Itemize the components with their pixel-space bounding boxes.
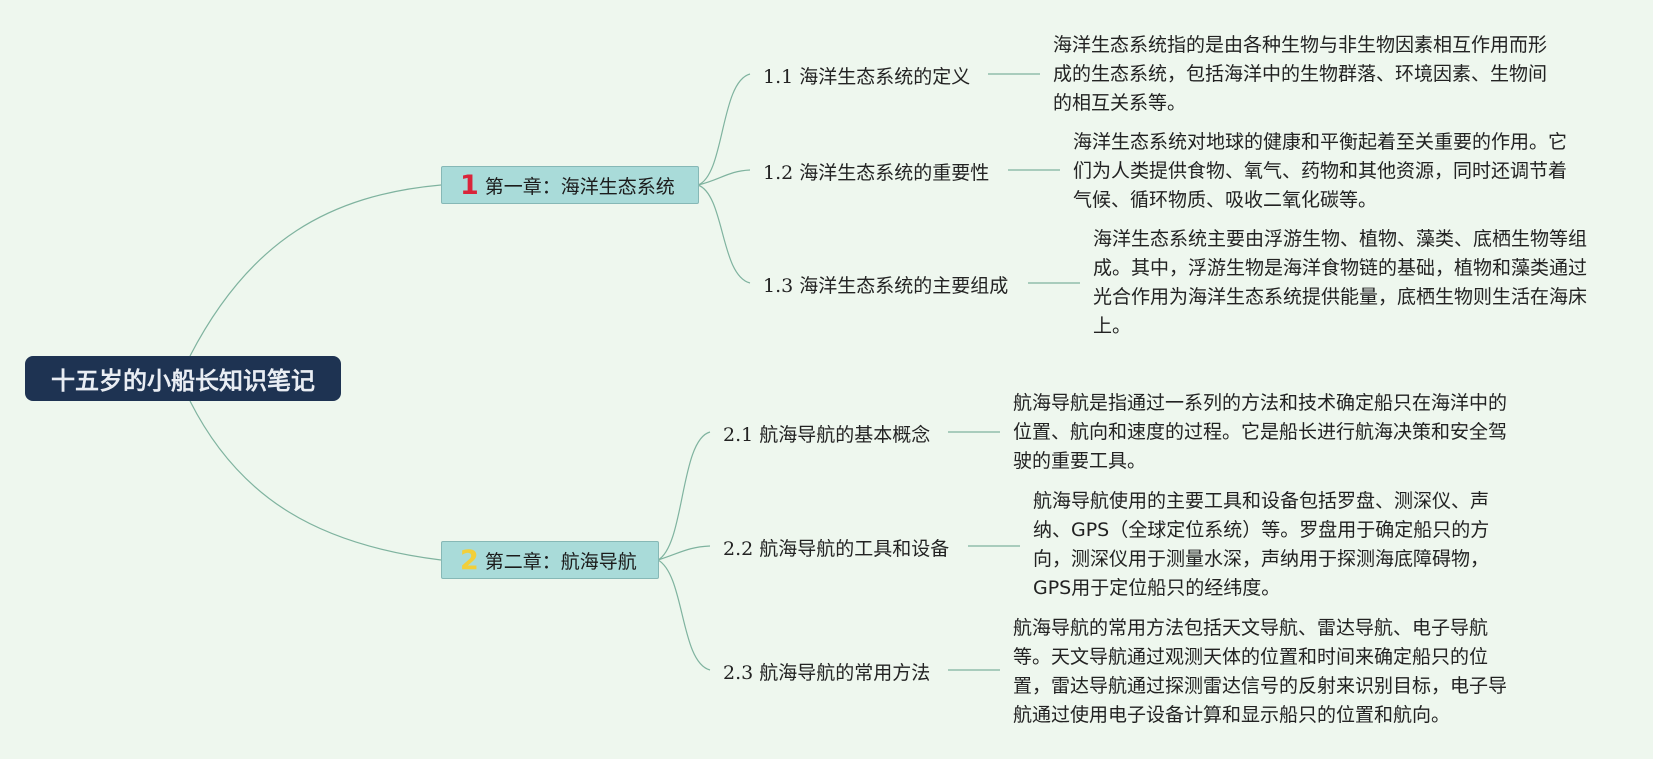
topic-1-3-description: 海洋生态系统主要由浮游生物、植物、藻类、底栖生物等组成。其中，浮游生物是海洋食物… (1093, 228, 1588, 337)
chapter-2-title: 第二章：航海导航 (484, 550, 637, 573)
topic-1-1[interactable]: 1.1 海洋生态系统的定义 (763, 66, 971, 88)
chapter-2-to-topic-1-link (657, 431, 711, 561)
topic-1-3[interactable]: 1.3 海洋生态系统的主要组成 (763, 275, 1009, 297)
topic-1-2-description: 海洋生态系统对地球的健康和平衡起着至关重要的作用。它们为人类提供食物、氧气、药物… (1073, 131, 1568, 211)
root-to-chapter-1-link (189, 184, 442, 357)
chapter-1-to-topic-2-link (697, 169, 751, 186)
chapter-2-number: 2 (460, 544, 479, 576)
topic-2-2-description: 航海导航使用的主要工具和设备包括罗盘、测深仪、声纳、GPS（全球定位系统）等。罗… (1033, 490, 1490, 599)
topic-2-1-description: 航海导航是指通过一系列的方法和技术确定船只在海洋中的位置、航向和速度的过程。它是… (1013, 392, 1508, 472)
chapter-2-to-topic-3-link (657, 559, 711, 671)
chapter-1-node[interactable]: 1 第一章：海洋生态系统 (441, 166, 699, 204)
chapter-2-node[interactable]: 2 第二章：航海导航 (441, 541, 659, 579)
root-title: 十五岁的小船长知识笔记 (51, 367, 315, 395)
topic-2-3-description: 航海导航的常用方法包括天文导航、雷达导航、电子导航等。天文导航通过观测天体的位置… (1013, 617, 1508, 726)
topic-2-1[interactable]: 2.1 航海导航的基本概念 (723, 424, 931, 446)
root-node[interactable]: 十五岁的小船长知识笔记 (25, 356, 341, 401)
topic-1-2[interactable]: 1.2 海洋生态系统的重要性 (763, 162, 990, 184)
chapter-1-title: 第一章：海洋生态系统 (484, 175, 675, 198)
chapter-1-to-topic-1-link (697, 73, 751, 186)
chapter-1-number: 1 (460, 169, 479, 201)
chapter-1-to-topic-3-link (697, 184, 751, 284)
topic-2-3[interactable]: 2.3 航海导航的常用方法 (723, 662, 931, 684)
topic-2-2[interactable]: 2.2 航海导航的工具和设备 (723, 538, 950, 560)
topic-1-1-description: 海洋生态系统指的是由各种生物与非生物因素相互作用而形成的生态系统，包括海洋中的生… (1053, 34, 1548, 114)
chapter-2-to-topic-2-link (657, 545, 711, 561)
root-to-chapter-2-link (189, 400, 442, 561)
